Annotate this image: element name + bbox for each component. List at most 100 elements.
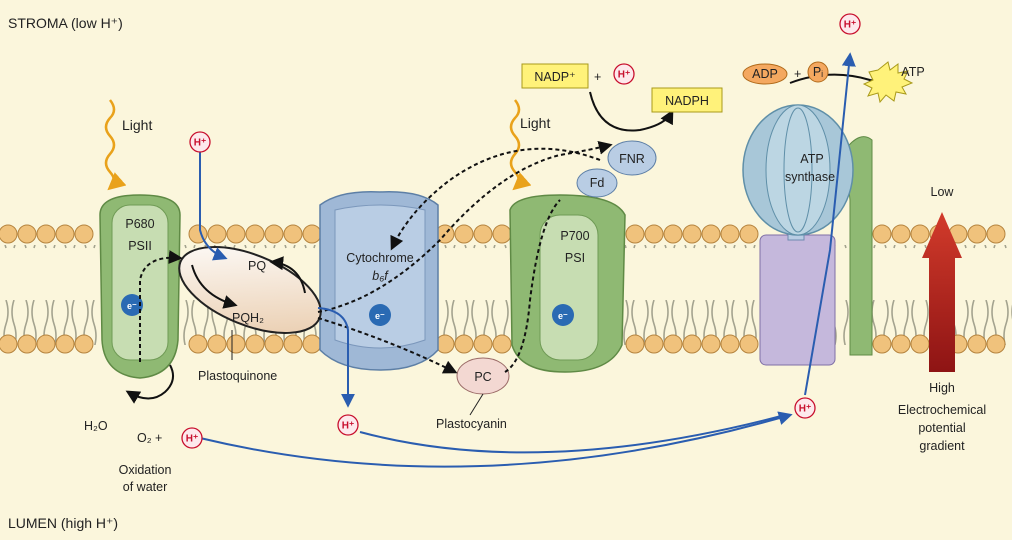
lipid-head (891, 334, 911, 354)
p680-label: P680 (125, 217, 154, 231)
lipid-head (891, 224, 911, 244)
lipid-head (302, 334, 322, 354)
lipid-head (55, 224, 75, 244)
lipid-head (226, 224, 246, 244)
lumen-label: LUMEN (high H⁺) (8, 515, 118, 531)
psii-label: PSII (128, 239, 152, 253)
pqh2-label: PQH₂ (232, 311, 264, 325)
low-label: Low (931, 185, 955, 199)
atp-synthase-label-1: ATP (800, 152, 823, 166)
pi-label: Pᵢ (813, 65, 823, 79)
lipid-head (682, 224, 702, 244)
proton-label: H⁺ (342, 421, 355, 432)
lipid-head (739, 224, 759, 244)
plastocyanin-label: Plastocyanin (436, 417, 507, 431)
lipid-head (0, 334, 18, 354)
lipid-head (264, 224, 284, 244)
lipid-head (967, 334, 987, 354)
electron-icon (552, 304, 574, 326)
nadp-label: NADP⁺ (534, 70, 575, 84)
lipid-head (36, 334, 56, 354)
lipid-head (910, 224, 930, 244)
lipid-head (245, 334, 265, 354)
lipid-head (663, 334, 683, 354)
proton-marker (189, 131, 211, 153)
plastoquinone-label: Plastoquinone (198, 369, 277, 383)
ferredoxin (576, 168, 618, 198)
b6f-label: b₆f (372, 269, 389, 283)
electron-flow (139, 140, 613, 374)
lipid-head (644, 224, 664, 244)
lipid-head (986, 224, 1006, 244)
lipid-head (74, 334, 94, 354)
lipid-head (55, 334, 75, 354)
fnr-enzyme (607, 140, 657, 176)
lipid-head (245, 224, 265, 244)
lipid-head (17, 334, 37, 354)
lipid-head (302, 224, 322, 244)
lipid-head (682, 334, 702, 354)
lipid-head (910, 334, 930, 354)
proton-marker (613, 63, 635, 85)
fd-label: Fd (590, 176, 605, 190)
nadp-chip (521, 63, 589, 89)
atp-synthase (742, 104, 873, 366)
proton-label: H⁺ (799, 404, 812, 415)
lipid-head (188, 334, 208, 354)
pq-cycle-arrows (191, 256, 306, 309)
lipid-head (454, 334, 474, 354)
atp-synthase-label-2: synthase (785, 170, 835, 184)
lipid-head (283, 334, 303, 354)
lipid-head (872, 224, 892, 244)
lipid-head (701, 334, 721, 354)
lipid-head (720, 224, 740, 244)
plus-nadp: + (594, 70, 601, 84)
stroma-label: STROMA (low H⁺) (8, 15, 123, 31)
lipid-head (74, 224, 94, 244)
lipid-head (967, 224, 987, 244)
lipid-head (0, 224, 18, 244)
light-label-psi: Light (520, 115, 550, 131)
lipid-head (663, 224, 683, 244)
plus-adp: + (794, 67, 801, 81)
lipid-head (207, 224, 227, 244)
lipid-head (872, 334, 892, 354)
electron-icon (121, 294, 143, 316)
lipid-head (625, 224, 645, 244)
proton-marker (794, 397, 816, 419)
proton-marker (839, 13, 861, 35)
proton-flow (199, 52, 856, 468)
gradient-label-2: potential (918, 421, 965, 435)
pi-chip (807, 61, 829, 83)
lipid-head (986, 334, 1006, 354)
lipid-head (473, 224, 493, 244)
atp-burst (862, 61, 914, 104)
gradient-label-1: Electrochemical (898, 403, 986, 417)
lipid-head (226, 334, 246, 354)
photosystem-ii: e⁻ (99, 194, 181, 379)
electron-icon (369, 304, 391, 326)
fnr-label: FNR (619, 152, 645, 166)
pc-label: PC (474, 370, 491, 384)
lipid-head (454, 224, 474, 244)
proton-marker (337, 414, 359, 436)
lipid-head (644, 334, 664, 354)
pq-label: PQ (248, 259, 266, 273)
p700-label: P700 (560, 229, 589, 243)
psi-label: PSI (565, 251, 585, 265)
high-label: High (929, 381, 955, 395)
h2o-label: H₂O (84, 419, 108, 433)
lipid-head (207, 334, 227, 354)
light-bolt-psii (104, 99, 127, 191)
lipid-head (473, 334, 493, 354)
lipid-head (492, 224, 512, 244)
proton-label: H⁺ (844, 20, 857, 31)
proton-label: H⁺ (194, 138, 207, 149)
cytochrome-label: Cytochrome (346, 251, 413, 265)
gradient-label-3: gradient (919, 439, 965, 453)
lipid-head (625, 334, 645, 354)
lipid-head (739, 334, 759, 354)
oxidation-label-1: Oxidation (119, 463, 172, 477)
nadph-chip (651, 87, 723, 113)
